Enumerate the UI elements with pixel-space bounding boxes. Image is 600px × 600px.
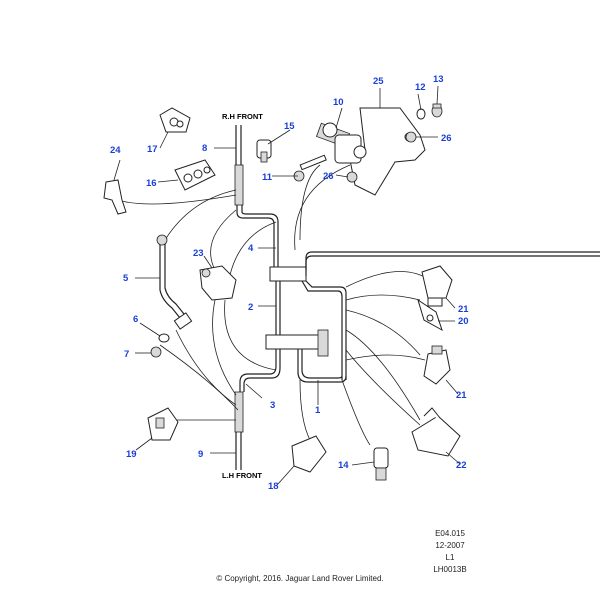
callout-23: 23	[193, 248, 204, 259]
connector-14	[373, 447, 389, 481]
callout-18: 18	[268, 481, 279, 492]
callout-21-lower: 21	[456, 390, 467, 401]
lh-front-hose-ferrule	[234, 391, 244, 433]
pressure-valve	[317, 329, 329, 357]
nut-26	[346, 131, 417, 183]
ref-code: E04.015	[435, 529, 465, 538]
copyright-notice: © Copyright, 2016. Jaguar Land Rover Lim…	[216, 574, 384, 583]
lower-junction-block	[265, 334, 321, 350]
callout-26-left: 26	[323, 171, 334, 182]
clip-17	[159, 107, 191, 133]
callout-25: 25	[373, 76, 384, 87]
drawing-number: LH0013B	[433, 565, 467, 574]
bolt-11	[293, 154, 327, 182]
callout-9: 9	[198, 449, 203, 460]
callout-20: 20	[458, 316, 469, 327]
callout-6: 6	[133, 314, 138, 325]
callout-22: 22	[456, 460, 467, 471]
connector-15	[256, 139, 272, 163]
callout-leaders	[113, 85, 461, 485]
callout-2: 2	[248, 302, 253, 313]
callout-4: 4	[248, 243, 254, 254]
rh-front-label: R.H FRONT	[222, 112, 263, 121]
clip-24	[103, 179, 127, 215]
clip-21-upper	[421, 265, 453, 307]
reference-curves	[117, 164, 431, 446]
callout-19: 19	[126, 449, 137, 460]
callout-1: 1	[315, 405, 321, 416]
clip-18	[291, 435, 327, 473]
callout-8: 8	[202, 143, 207, 154]
callout-14: 14	[338, 460, 349, 471]
clip-19	[147, 407, 179, 441]
washer-and-nut	[416, 103, 443, 120]
callout-17: 17	[147, 144, 158, 155]
callout-15: 15	[284, 121, 295, 132]
revision-date: 12-2007	[435, 541, 465, 550]
hose-5	[156, 234, 193, 330]
callout-21-upper: 21	[458, 304, 469, 315]
rh-front-hose-ferrule	[234, 164, 244, 206]
callout-16: 16	[146, 178, 157, 189]
callout-24: 24	[110, 145, 121, 156]
clip-21-lower	[423, 345, 451, 385]
level-code: L1	[445, 553, 455, 562]
callout-26-right: 26	[441, 133, 452, 144]
clip-22	[411, 407, 461, 457]
callout-3: 3	[270, 400, 275, 411]
callout-12: 12	[415, 82, 426, 93]
lh-front-label: L.H FRONT	[222, 471, 262, 480]
brake-pipe-assembly	[234, 125, 600, 470]
upper-junction-block	[269, 266, 307, 282]
callout-11: 11	[262, 172, 273, 183]
callout-13: 13	[433, 74, 444, 85]
callout-5: 5	[123, 273, 129, 284]
washer-6-nut-7	[150, 333, 170, 358]
connector-23	[199, 265, 237, 301]
bracket-20	[417, 298, 443, 332]
clip-16	[174, 159, 216, 191]
callout-numbers: 1 2 3 4 5 6 7 8 9 10 11 12 13 14 15 16 1…	[110, 74, 469, 492]
callout-10: 10	[333, 97, 344, 108]
callout-7: 7	[124, 349, 129, 360]
